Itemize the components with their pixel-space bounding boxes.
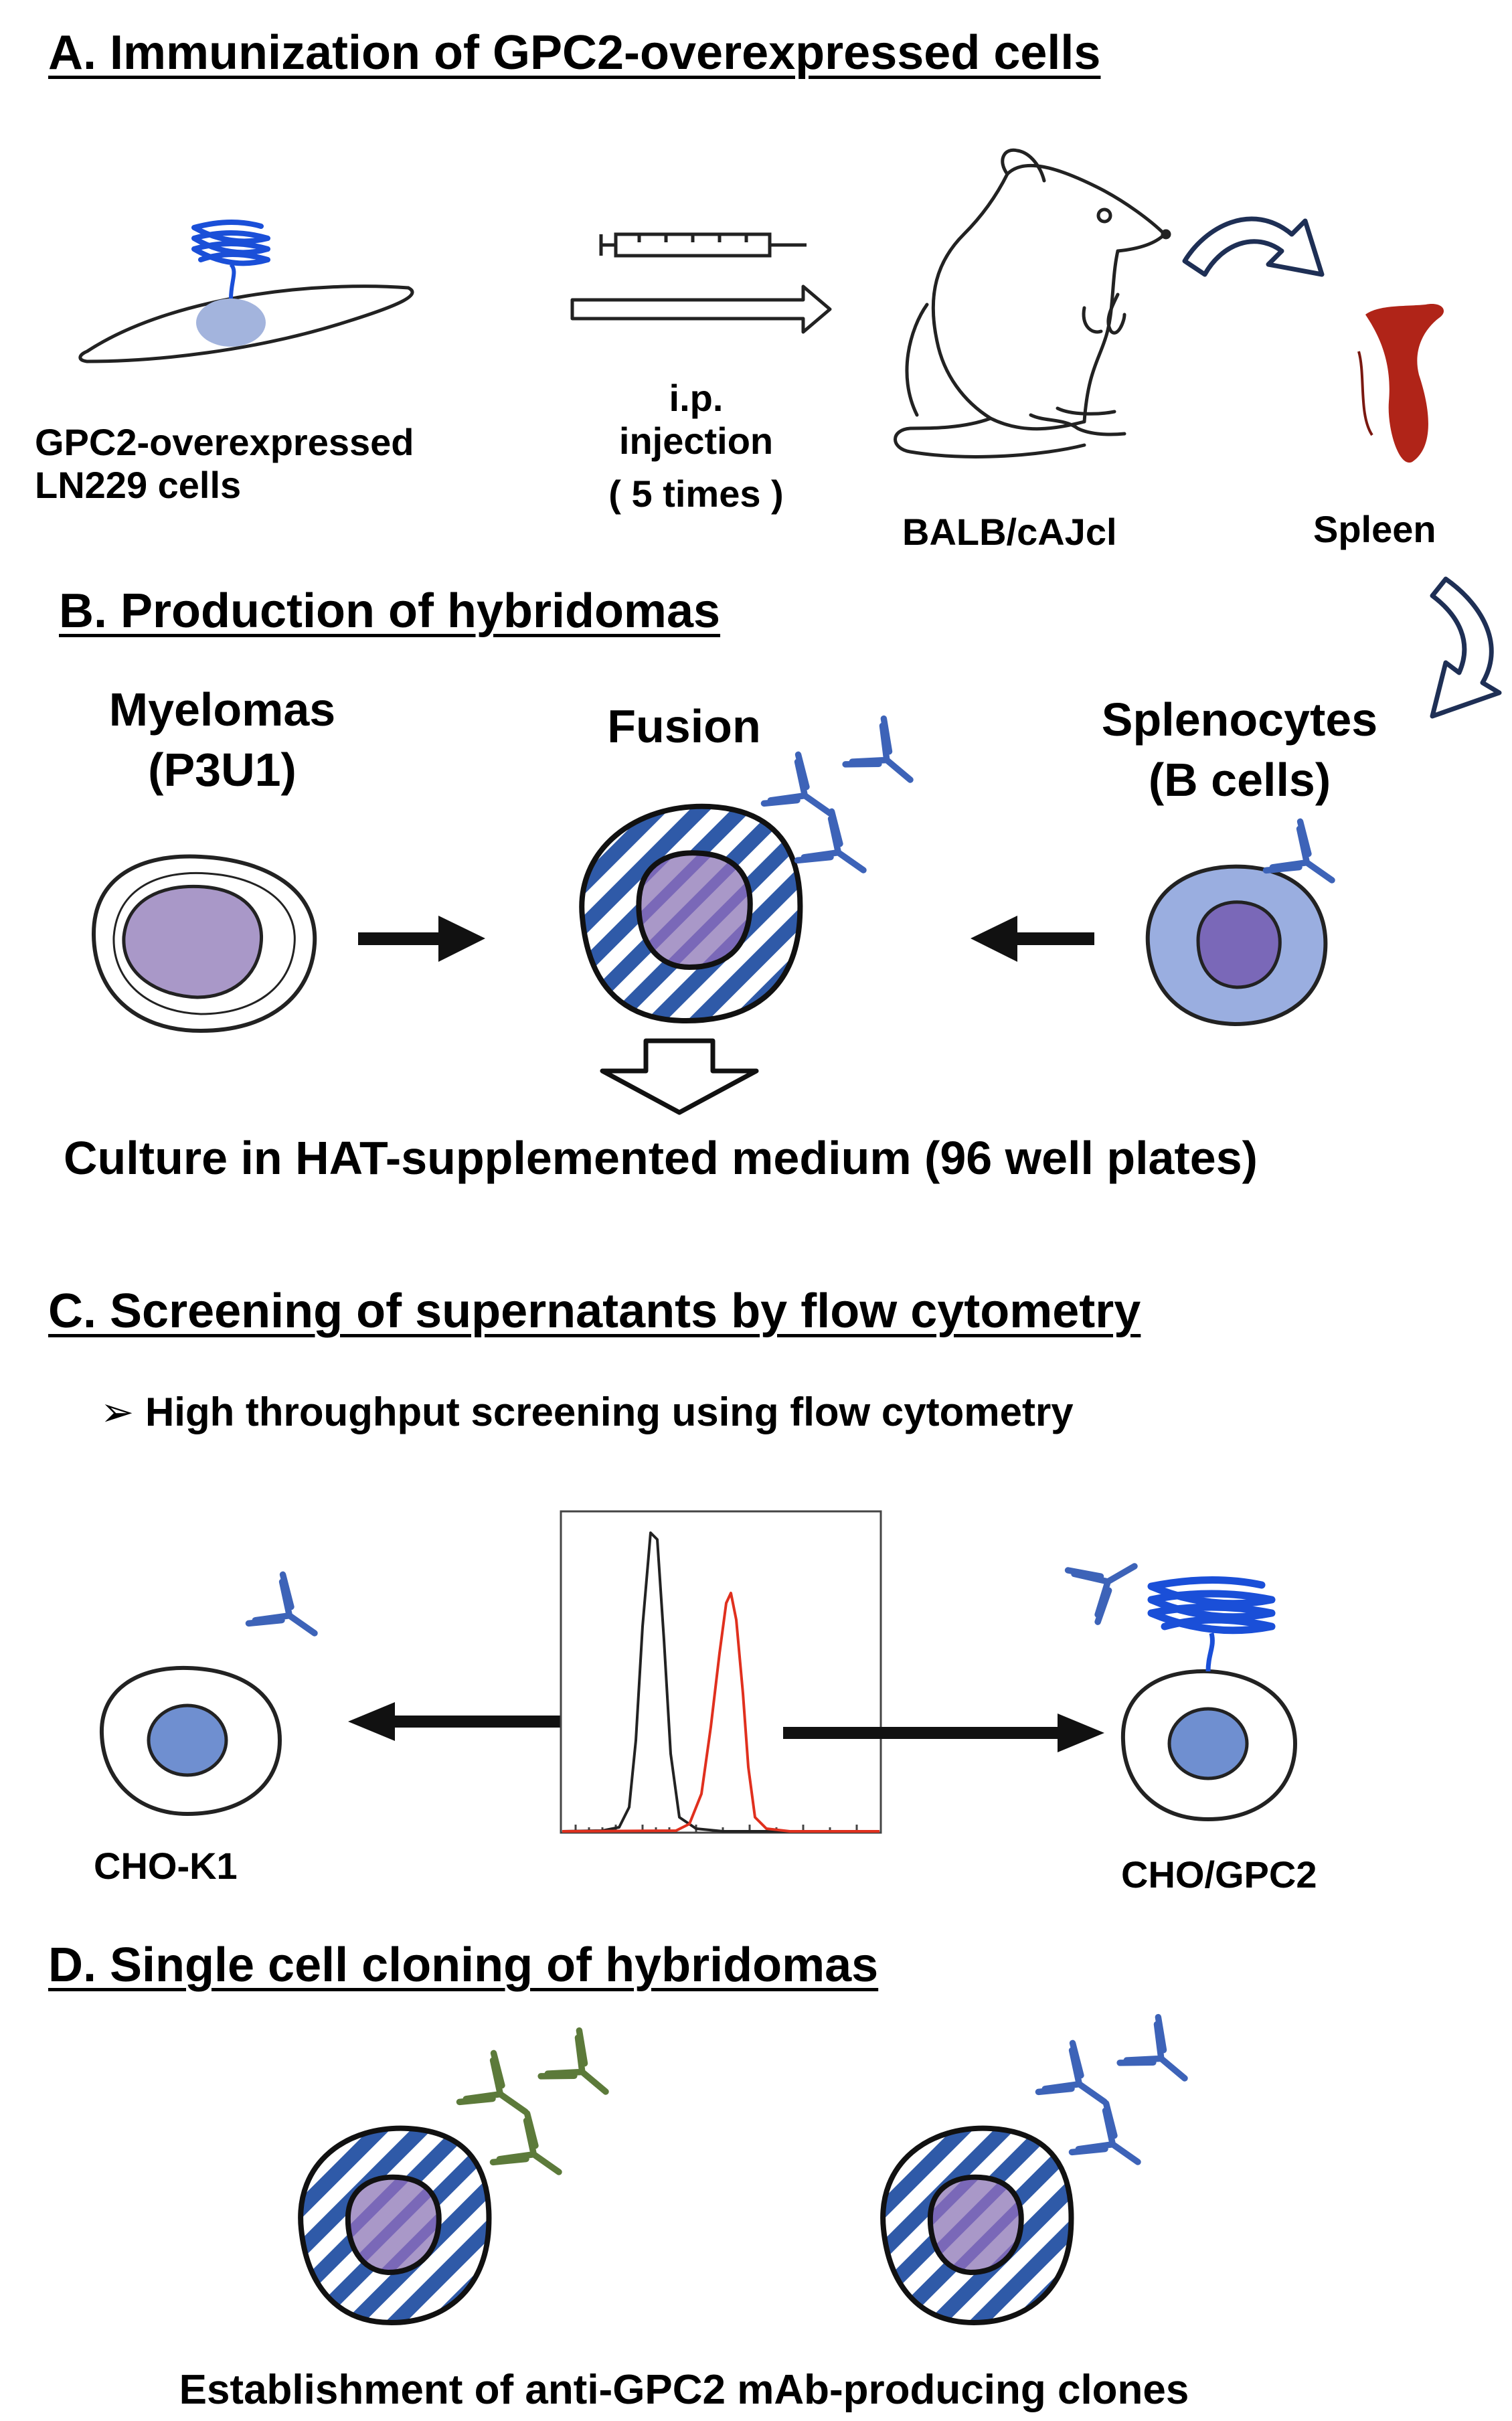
hybridoma-cell-icon	[579, 803, 803, 1024]
arrow-down-icon	[600, 1038, 759, 1115]
injection-label-line1: i.p.	[669, 377, 724, 419]
syringe-icon	[599, 232, 807, 258]
fusion-label: Fusion	[607, 700, 761, 752]
curved-arrow-splenocytes-icon	[1430, 576, 1502, 719]
bullet-arrow-icon: ➢	[100, 1390, 135, 1434]
culture-label: Culture in HAT-supplemented medium (96 w…	[64, 1132, 1258, 1184]
spleen-label: Spleen	[1313, 508, 1436, 550]
cho-gpc2-cell-icon	[1120, 1576, 1298, 1822]
b-cell-icon	[1145, 864, 1328, 1027]
section-a-title: A. Immunization of GPC2-overexpressed ce…	[48, 26, 1101, 80]
myeloma-label-line2: (P3U1)	[148, 744, 297, 796]
ln229-label-line1: GPC2-overexpressed	[35, 421, 414, 463]
ln229-label-line2: LN229 cells	[35, 464, 242, 506]
mouse-icon	[894, 148, 1171, 458]
arrow-right-icon	[358, 916, 485, 962]
bullet-label: High throughput screening using flow cyt…	[145, 1390, 1074, 1434]
cho-k1-label: CHO-K1	[94, 1845, 238, 1887]
cho-k1-cell-icon	[99, 1665, 282, 1817]
flow-histogram	[560, 1510, 882, 1834]
section-b-title: B. Production of hybridomas	[59, 584, 721, 638]
ln229-cell-icon	[78, 219, 414, 363]
bullet-text: ➢ High throughput screening using flow c…	[100, 1389, 1074, 1436]
antibody-icon	[1068, 1540, 1150, 1622]
arrow-left-icon	[971, 916, 1094, 962]
splenocyte-label-line2: (B cells)	[1148, 754, 1331, 806]
injection-label-line2: injection	[618, 420, 774, 462]
cho-gpc2-label: CHO/GPC2	[1121, 1853, 1317, 1896]
antibody-icon	[1038, 2017, 1203, 2187]
histogram-black-curve	[562, 1531, 879, 1833]
injection-arrow-icon	[570, 284, 832, 334]
histogram-red-curve	[562, 1592, 879, 1833]
splenocyte-label-line1: Splenocytes	[1101, 693, 1378, 746]
antibody-icon	[248, 1574, 331, 1657]
antibody-green-icon	[459, 2031, 624, 2197]
arrow-left-long-icon	[348, 1702, 598, 1741]
section-d-caption: Establishment of anti-GPC2 mAb-producing…	[179, 2367, 1189, 2413]
section-c-title: C. Screening of supernatants by flow cyt…	[48, 1284, 1141, 1338]
myeloma-cell-icon	[91, 854, 317, 1033]
myeloma-label-line1: Myelomas	[108, 683, 336, 736]
clone-cell-1-icon	[298, 2125, 492, 2326]
section-d-title: D. Single cell cloning of hybridomas	[48, 1938, 879, 1992]
arrow-right-long-icon	[783, 1714, 1104, 1752]
curved-arrow-spleen-icon	[1182, 216, 1325, 277]
spleen-icon	[1357, 304, 1444, 463]
mouse-label: BALB/cAJcl	[902, 511, 1117, 553]
injection-label-line3: ( 5 times )	[608, 473, 784, 515]
clone-cell-2-icon	[880, 2125, 1074, 2326]
